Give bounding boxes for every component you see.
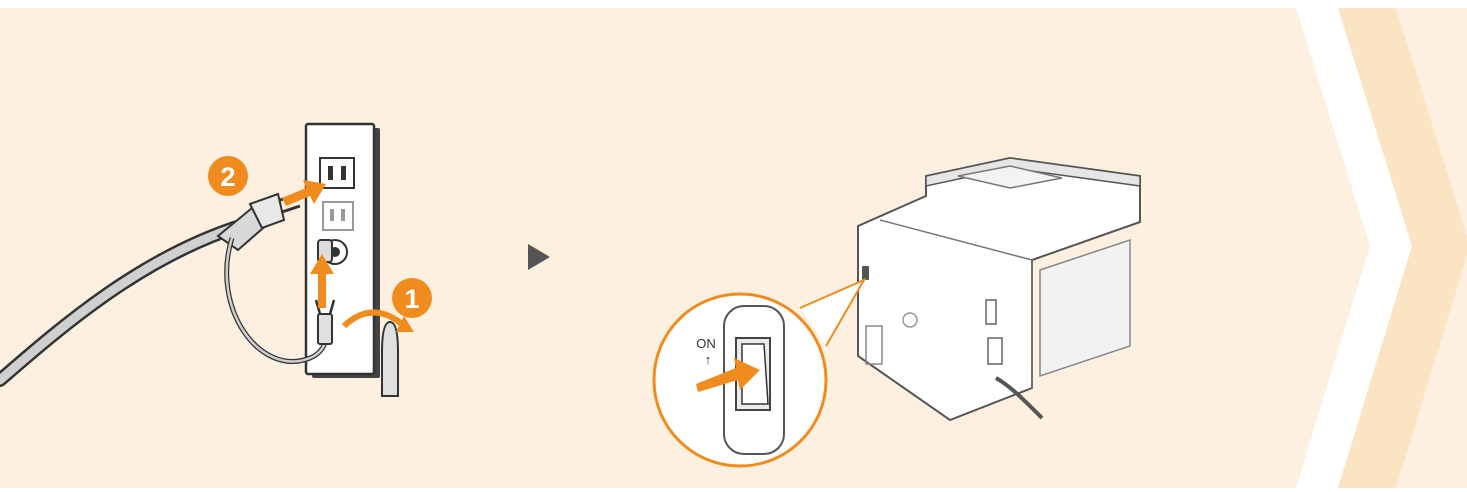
step-badge-2: 2: [208, 156, 248, 196]
step-number-2: 2: [220, 162, 235, 192]
illustration-canvas: 1 2 ON ↑: [0, 8, 1467, 488]
callout-pointer: [799, 277, 867, 347]
printer-power-switch[interactable]: [862, 266, 869, 280]
play-triangle-icon: [528, 244, 550, 270]
plug-in-arrow: [282, 180, 326, 206]
double-chevron-icon: [1296, 8, 1467, 488]
ground-wire-cap: [381, 320, 399, 397]
ground-wire: [224, 237, 336, 364]
switch-on-label: ON: [696, 336, 716, 351]
power-switch-zoom: ON ↑: [652, 292, 828, 468]
step-badge-1: 1: [392, 278, 432, 318]
switch-on-arrow: ↑: [705, 352, 712, 367]
cap-remove-arrowhead: [396, 316, 414, 332]
cap-remove-arrow: [341, 309, 404, 329]
insert-ground-arrow: [310, 254, 334, 308]
power-plug: [0, 192, 301, 387]
press-switch-arrow: [696, 358, 760, 392]
printer: [857, 156, 1141, 422]
step-number-1: 1: [404, 284, 419, 314]
